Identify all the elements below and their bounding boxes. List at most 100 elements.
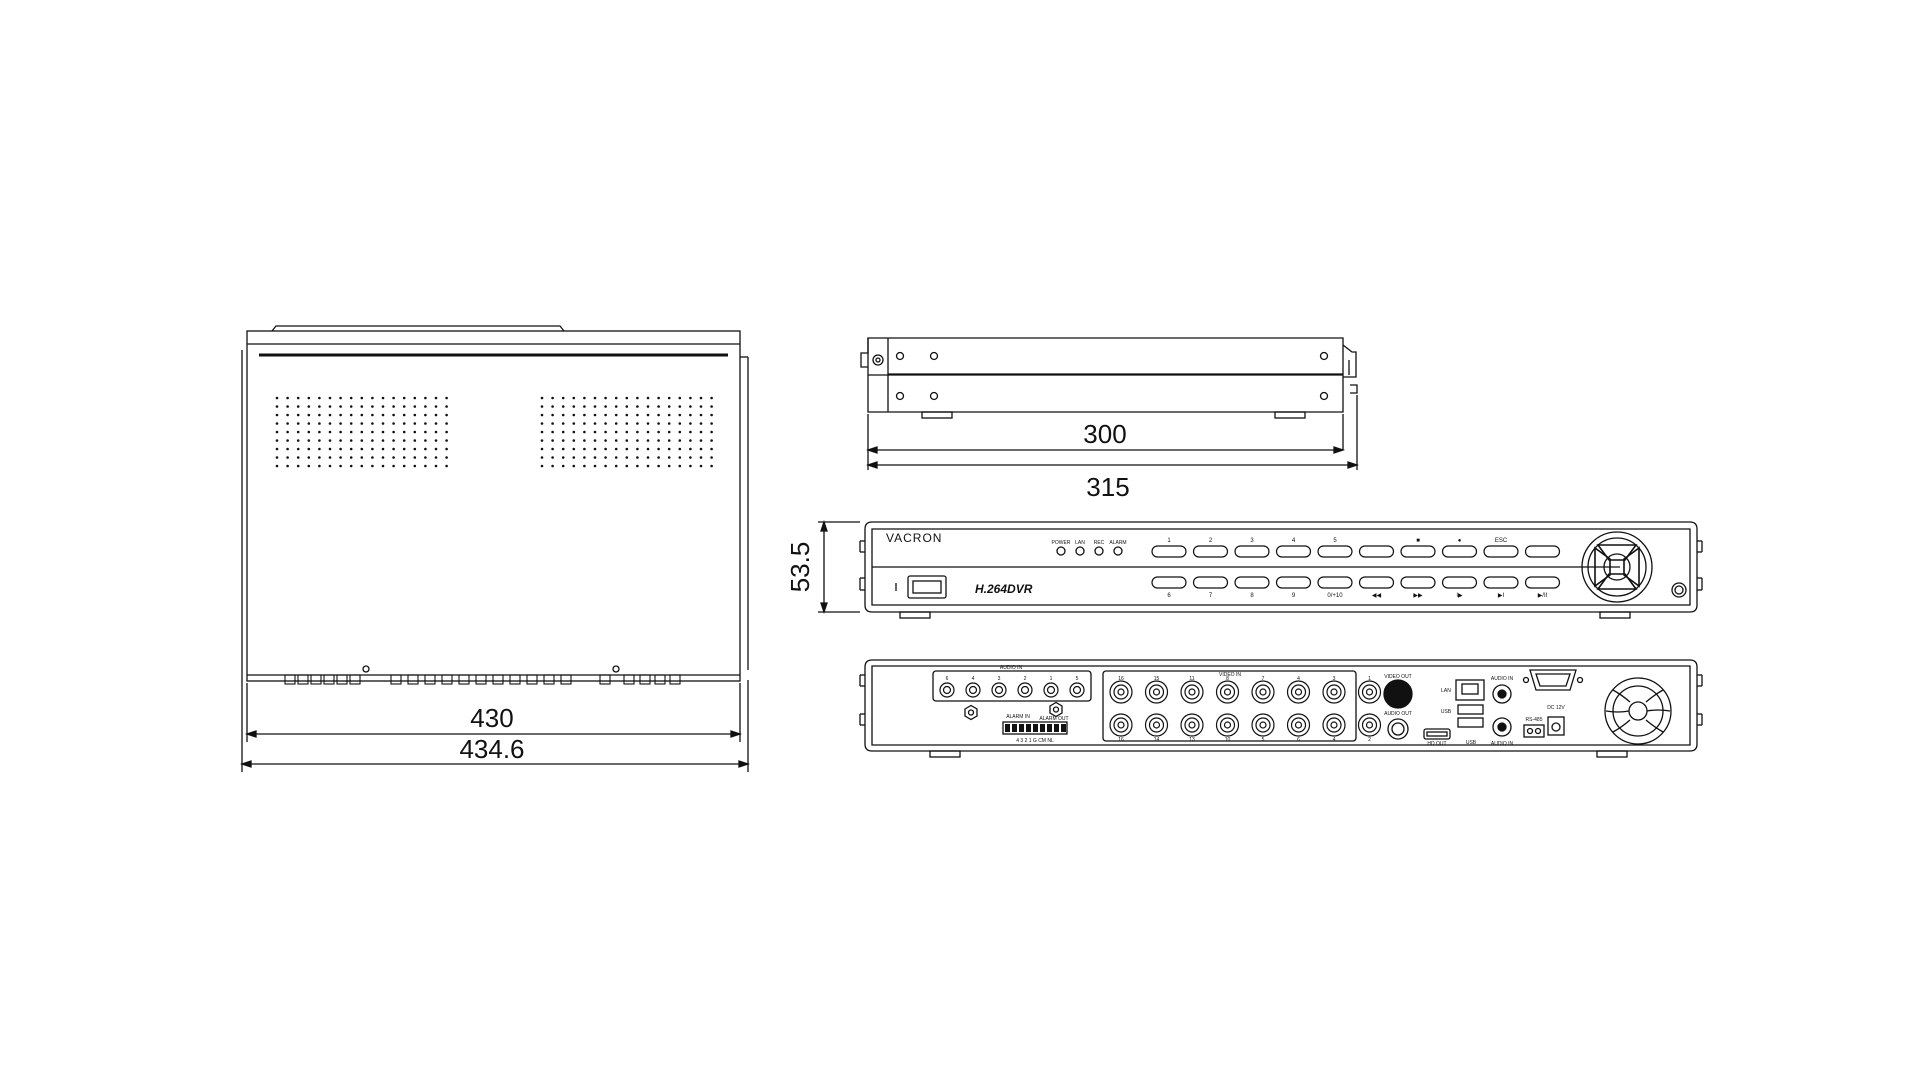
front-button-top-9[interactable] xyxy=(1483,545,1519,558)
vent-hole xyxy=(318,439,321,442)
alarm-terminal-pins xyxy=(1005,724,1066,732)
front-button-bottom-3[interactable] xyxy=(1234,576,1270,589)
audio-in-connector-core xyxy=(942,685,952,695)
dimension-label-53-5: 53.5 xyxy=(785,542,815,593)
video-in-number: 7 xyxy=(1262,676,1265,682)
front-button-bottom-1[interactable] xyxy=(1151,576,1187,589)
video-in-connector xyxy=(1322,713,1346,737)
audio-in-block xyxy=(932,670,1092,702)
vent-hole xyxy=(286,447,289,451)
vent-hole xyxy=(445,396,448,400)
vent-hole xyxy=(445,430,448,434)
vent-hole xyxy=(371,396,374,400)
vent-hole xyxy=(614,447,618,451)
front-button-bottom-2[interactable] xyxy=(1192,576,1229,589)
vent-hole xyxy=(286,422,289,425)
vent-hole xyxy=(318,447,321,451)
front-button-bottom-label: 8 xyxy=(1250,593,1254,599)
vent-hole xyxy=(413,413,417,417)
lan-port xyxy=(1455,679,1485,701)
front-button-bottom-label: ▶/II xyxy=(1538,593,1548,599)
vent-hole xyxy=(434,430,438,434)
front-button-bottom-4[interactable] xyxy=(1275,576,1312,589)
front-button-top-10[interactable] xyxy=(1524,545,1561,558)
top-view xyxy=(246,325,749,685)
video-in-connector-ring xyxy=(1361,717,1378,733)
vent-hole xyxy=(625,422,629,425)
vent-hole xyxy=(593,422,597,425)
vent-hole xyxy=(625,405,629,408)
vent-hole xyxy=(434,422,438,425)
dimension-label-434-6: 434.6 xyxy=(459,734,524,764)
vent-hole xyxy=(286,405,289,408)
video-in-connector xyxy=(1286,713,1311,737)
audio-in-connector xyxy=(1069,682,1085,698)
rear-port xyxy=(599,674,611,685)
vent-hole xyxy=(413,464,417,468)
vent-hole xyxy=(402,439,406,442)
vent-hole xyxy=(572,422,576,425)
front-button-bottom-6[interactable] xyxy=(1358,576,1395,589)
vent-hole xyxy=(392,405,395,408)
dc-label: DC 12V xyxy=(1547,705,1565,711)
video-in-connector-ring xyxy=(1326,684,1342,700)
rear-port xyxy=(323,674,335,685)
vent-hole xyxy=(296,456,300,459)
front-button-bottom-label: 0/+10 xyxy=(1327,593,1343,599)
rear-port xyxy=(639,674,651,685)
vent-hole xyxy=(381,464,385,468)
video-in-block xyxy=(1102,670,1357,742)
front-button-bottom-7[interactable] xyxy=(1400,576,1436,589)
vent-hole xyxy=(349,439,353,442)
vent-hole xyxy=(625,430,629,434)
front-button-bottom-9[interactable] xyxy=(1483,576,1519,589)
vent-hole xyxy=(583,464,586,468)
vent-hole xyxy=(604,456,607,459)
vent-hole xyxy=(551,396,554,400)
vent-hole xyxy=(286,439,289,442)
front-button-top-8[interactable] xyxy=(1441,545,1478,558)
vent-hole xyxy=(710,464,713,468)
vent-hole xyxy=(689,439,692,442)
front-button-top-1[interactable] xyxy=(1151,545,1187,558)
vent-hole xyxy=(307,413,311,417)
front-button-bottom-8[interactable] xyxy=(1441,576,1478,589)
side-view xyxy=(860,337,1358,419)
vent-hole xyxy=(328,447,332,451)
rear-port xyxy=(526,674,538,685)
front-button-top-5[interactable] xyxy=(1317,545,1353,558)
video-in-connector xyxy=(1109,680,1133,704)
video-in-number: 4 xyxy=(1297,676,1300,682)
vent-hole xyxy=(349,405,353,408)
vent-hole xyxy=(614,439,618,442)
usb-bottom-label: USB xyxy=(1466,740,1477,746)
fan-grille xyxy=(1604,677,1672,745)
vent-hole xyxy=(381,456,385,459)
video-in-connector xyxy=(1180,680,1204,704)
vent-hole xyxy=(593,464,597,468)
vent-hole xyxy=(551,456,554,459)
front-button-top-7[interactable] xyxy=(1400,545,1436,558)
vent-hole xyxy=(445,422,448,425)
front-button-bottom-5[interactable] xyxy=(1317,576,1353,589)
front-button-top-3[interactable] xyxy=(1234,545,1270,558)
video-in-number: 5 xyxy=(1262,737,1265,743)
vent-hole xyxy=(583,396,586,400)
front-button-top-4[interactable] xyxy=(1275,545,1312,558)
vent-hole xyxy=(392,413,395,417)
vent-hole xyxy=(583,405,586,408)
rear-panel-labels: AUDIO IN VIDEO IN VIDEO OUT AUDIO OUT LA… xyxy=(1000,665,1566,747)
vent-hole xyxy=(678,405,682,408)
vent-hole xyxy=(413,430,417,434)
front-button-bottom-10[interactable] xyxy=(1524,576,1561,589)
front-button-top-6[interactable] xyxy=(1358,545,1395,558)
vent-hole xyxy=(339,430,342,434)
vent-hole xyxy=(307,422,311,425)
vent-hole xyxy=(445,405,448,408)
vent-hole xyxy=(646,405,650,408)
front-button-bottom-label: 7 xyxy=(1209,593,1213,599)
front-button-top-2[interactable] xyxy=(1192,545,1229,558)
vent-hole xyxy=(339,456,342,459)
alarm-pin xyxy=(1012,724,1017,732)
